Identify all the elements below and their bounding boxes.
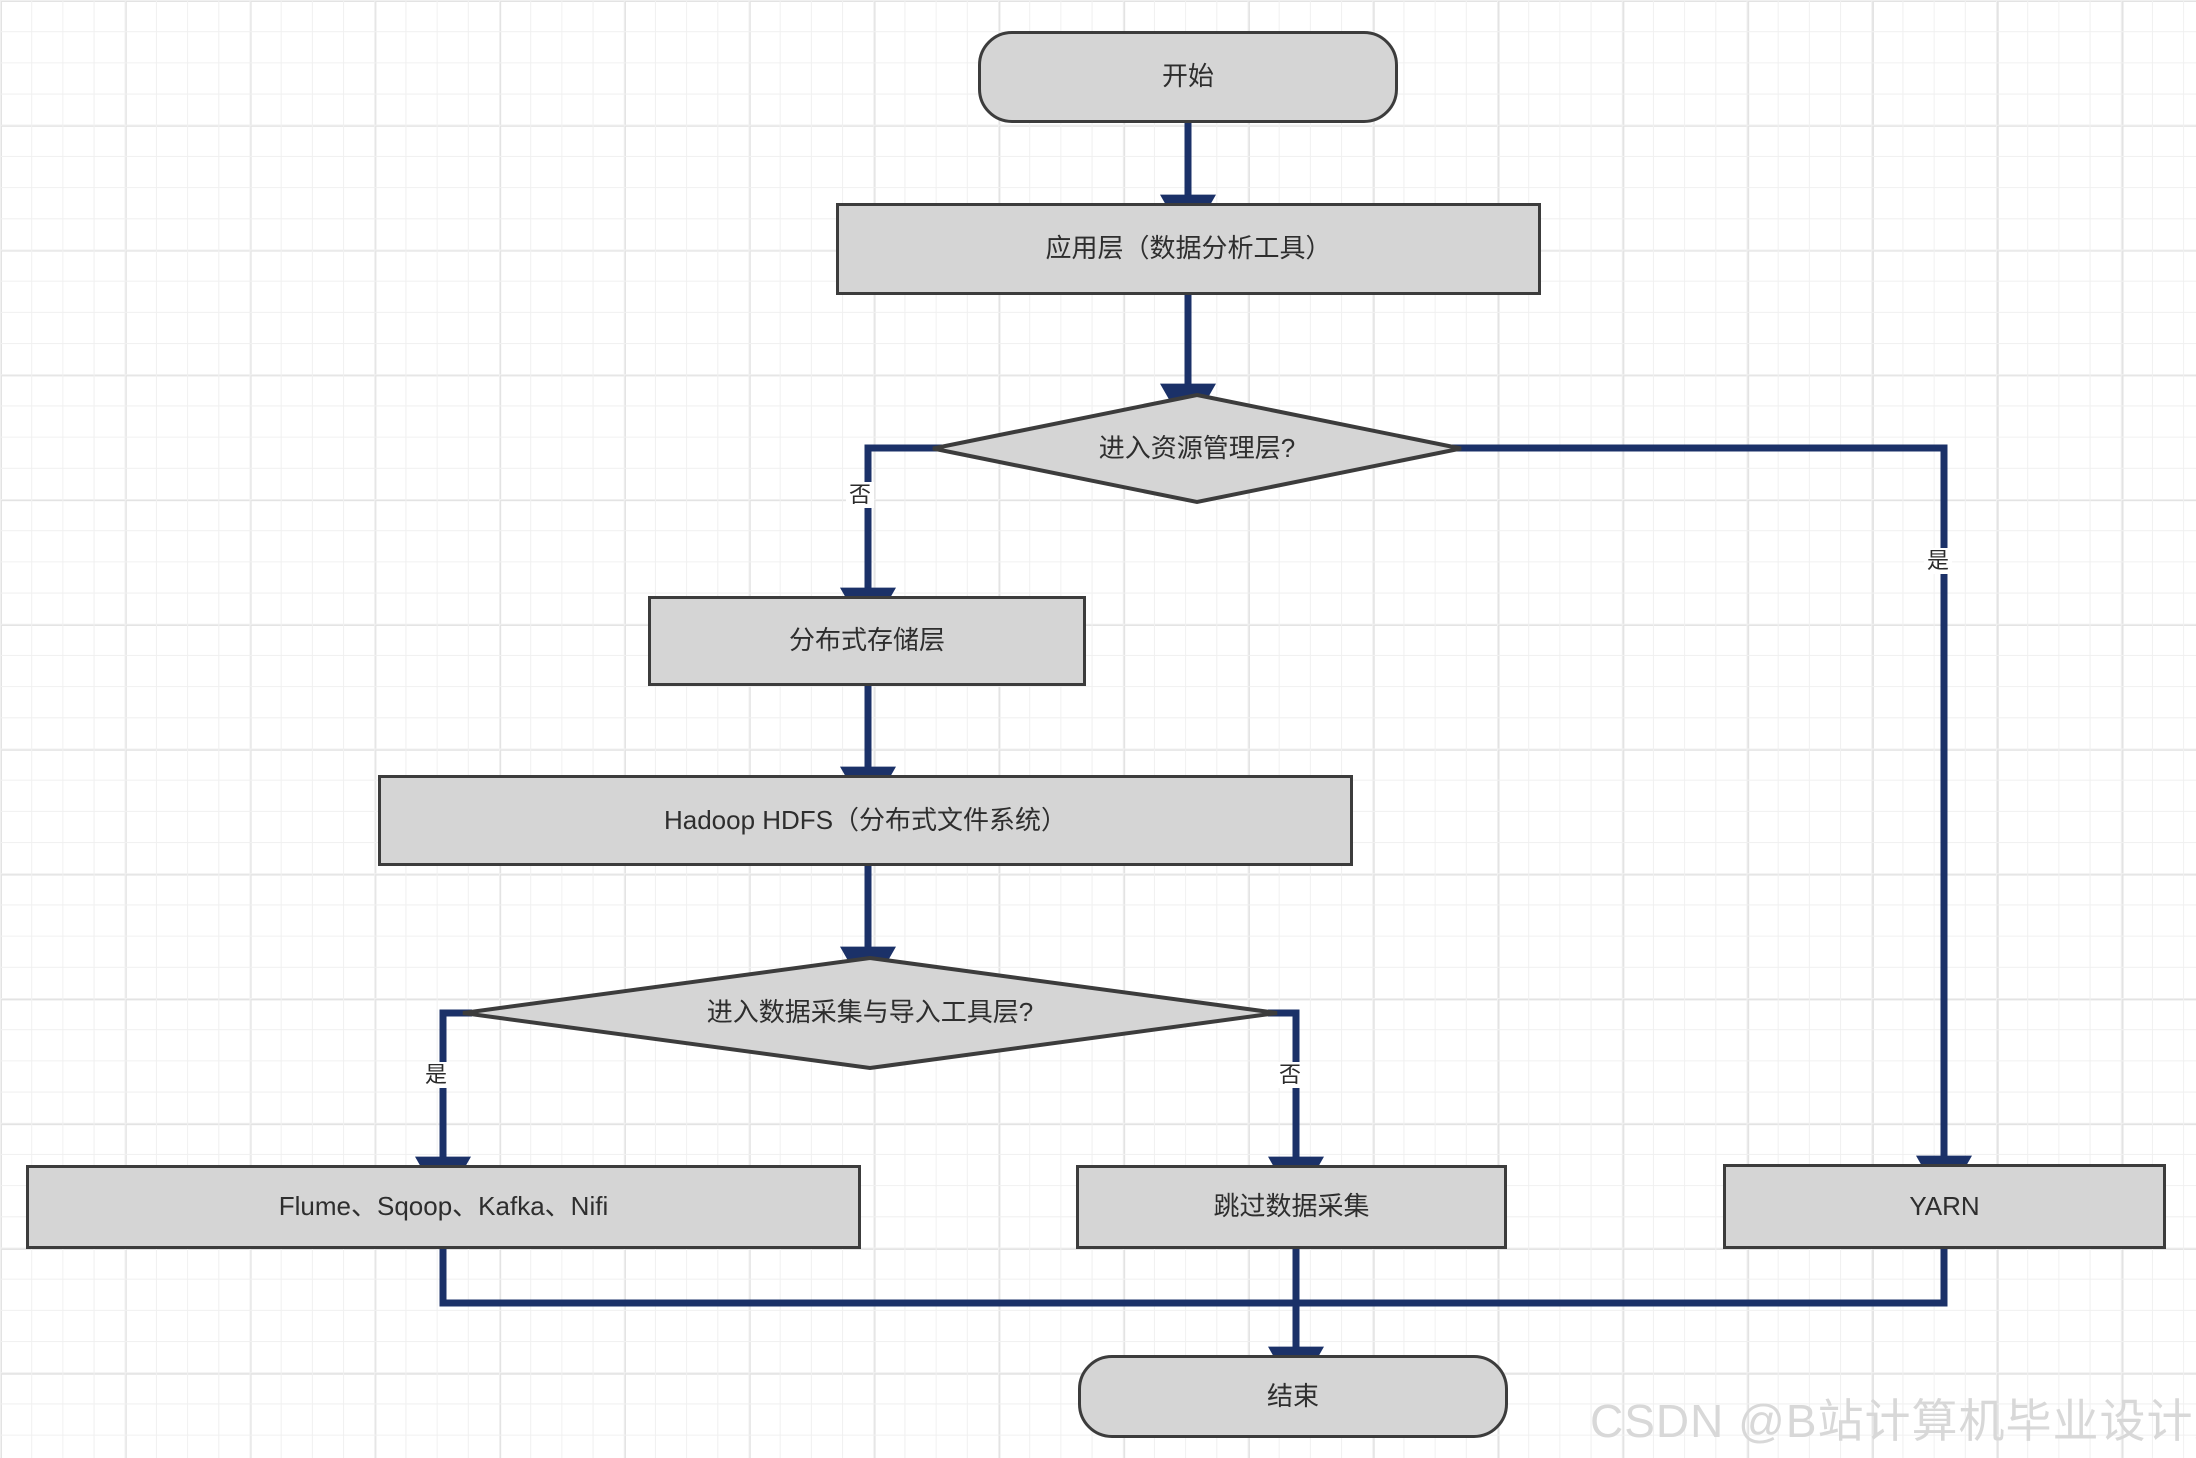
edge-label-dec1-no: 否 (846, 482, 875, 508)
node-distributed-storage-layer-label: 分布式存储层 (788, 625, 945, 656)
node-distributed-storage-layer[interactable]: 分布式存储层 (648, 596, 1086, 686)
node-ingestion-tools[interactable]: Flume、Sqoop、Kafka、Nifi (26, 1165, 861, 1249)
edge-yarn-to-end (1296, 1249, 1948, 1307)
decision-diamond-shape-2 (462, 955, 1278, 1071)
node-hadoop-hdfs[interactable]: Hadoop HDFS（分布式文件系统） (378, 775, 1353, 866)
node-decision-ingestion-layer[interactable]: 进入数据采集与导入工具层? (460, 955, 1280, 1071)
node-end-label: 结束 (1266, 1380, 1319, 1411)
node-decision-resource-layer[interactable]: 进入资源管理层? (930, 392, 1464, 505)
edge-dec1-to-yarn (1452, 444, 1972, 1205)
node-decision-ingestion-layer-label: 进入数据采集与导入工具层? (706, 997, 1034, 1028)
edge-label-dec2-no: 否 (1276, 1062, 1305, 1088)
node-start[interactable]: 开始 (978, 31, 1398, 123)
node-decision-resource-layer-label: 进入资源管理层? (1098, 432, 1296, 463)
node-yarn-label: YARN (1909, 1190, 1980, 1221)
edge-tools-to-end (439, 1249, 1296, 1307)
node-start-label: 开始 (1161, 61, 1214, 92)
node-hadoop-hdfs-label: Hadoop HDFS（分布式文件系统） (663, 804, 1068, 835)
node-end[interactable]: 结束 (1078, 1355, 1508, 1438)
node-ingestion-tools-label: Flume、Sqoop、Kafka、Nifi (278, 1191, 609, 1222)
edge-label-dec2-yes: 是 (422, 1062, 451, 1088)
node-yarn[interactable]: YARN (1723, 1164, 2166, 1249)
node-app-layer-label: 应用层（数据分析工具） (1045, 233, 1332, 264)
node-skip-collection[interactable]: 跳过数据采集 (1076, 1165, 1507, 1249)
node-skip-collection-label: 跳过数据采集 (1213, 1191, 1370, 1222)
watermark-text: CSDN @B站计算机毕业设计大学 (1590, 1395, 2196, 1447)
decision-diamond-shape (932, 392, 1462, 505)
edge-label-dec1-yes: 是 (1924, 548, 1953, 574)
node-app-layer[interactable]: 应用层（数据分析工具） (836, 203, 1541, 295)
